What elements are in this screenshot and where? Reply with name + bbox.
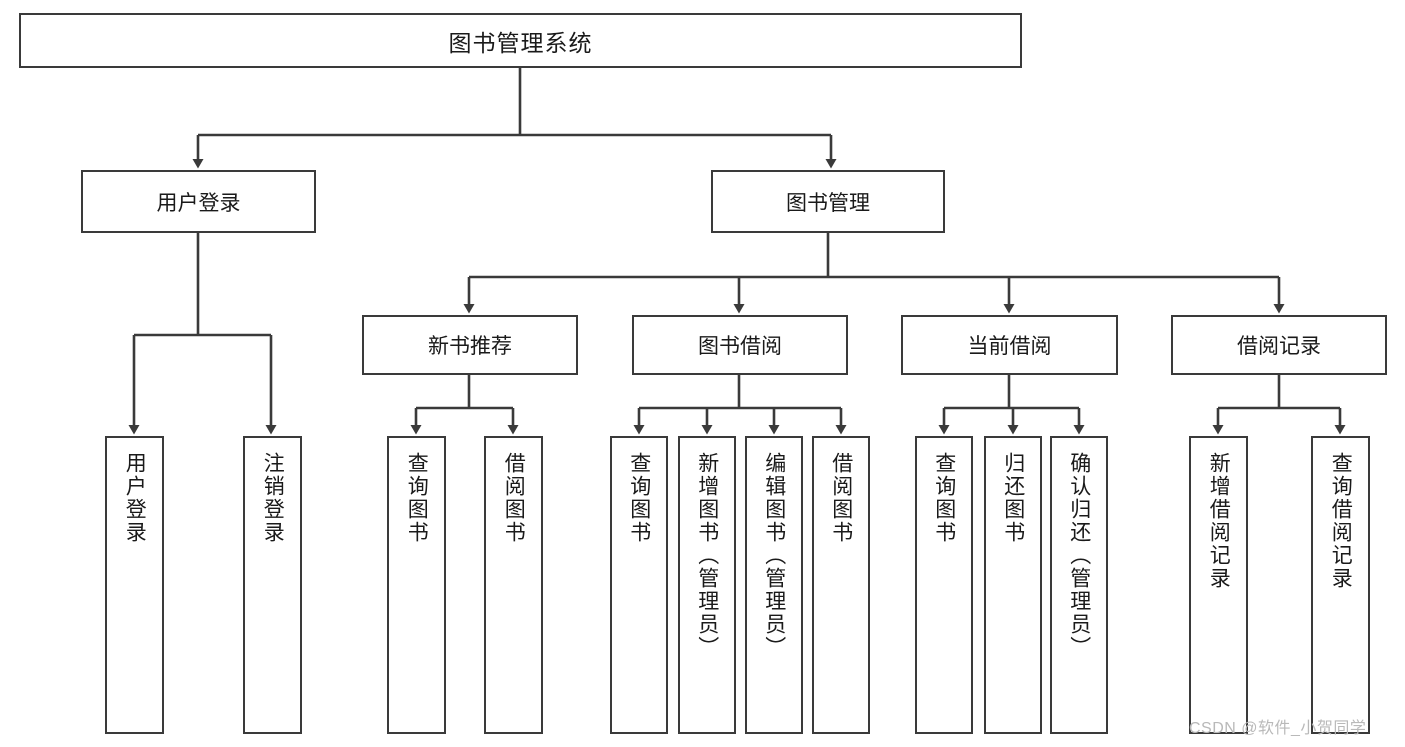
node-label: 图书借阅 [698,335,782,358]
node-label: 借阅图书 [502,452,526,544]
leaf-node[interactable]: 查询图书 [610,436,668,734]
node-label: 图书管理系统 [448,29,593,56]
node-user-login[interactable]: 用户登录 [81,170,316,233]
node-book-management[interactable]: 图书管理 [711,170,945,233]
node-label: 归还图书 [1001,452,1025,544]
node-label: 新书推荐 [428,335,512,358]
node-label: 查询借阅记录 [1329,452,1353,590]
node-label: 查询图书 [405,452,429,544]
leaf-node[interactable]: 用户登录 [105,436,164,734]
node-label: 注销登录 [261,452,285,544]
node-label: 借阅记录 [1237,335,1321,358]
leaf-node[interactable]: 归还图书 [984,436,1042,734]
leaf-node[interactable]: 新增图书（管理员） [678,436,736,734]
node-label: 图书管理 [786,191,870,215]
node-label: 编辑图书（管理员） [762,452,786,659]
csdn-watermark: CSDN @软件_小贺同学 [1189,720,1367,737]
node-book-borrow[interactable]: 图书借阅 [632,315,848,375]
node-label: 确认归还（管理员） [1067,452,1091,659]
node-label: 借阅图书 [829,452,853,544]
node-label: 查询图书 [932,452,956,544]
leaf-node[interactable]: 查询图书 [387,436,446,734]
leaf-node[interactable]: 注销登录 [243,436,302,734]
node-new-book-recommend[interactable]: 新书推荐 [362,315,578,375]
node-label: 新增借阅记录 [1207,452,1231,590]
node-borrow-record[interactable]: 借阅记录 [1171,315,1387,375]
node-label: 新增图书（管理员） [695,452,719,659]
leaf-node[interactable]: 借阅图书 [484,436,543,734]
node-label: 查询图书 [627,452,651,544]
leaf-node[interactable]: 查询图书 [915,436,973,734]
leaf-node[interactable]: 确认归还（管理员） [1050,436,1108,734]
leaf-node[interactable]: 新增借阅记录 [1189,436,1248,734]
node-root-system[interactable]: 图书管理系统 [19,13,1022,68]
leaf-node[interactable]: 查询借阅记录 [1311,436,1370,734]
node-label: 当前借阅 [967,335,1052,358]
leaf-node[interactable]: 借阅图书 [812,436,870,734]
node-current-borrow[interactable]: 当前借阅 [901,315,1118,375]
leaf-node[interactable]: 编辑图书（管理员） [745,436,803,734]
node-label: 用户登录 [123,452,147,544]
node-label: 用户登录 [156,191,241,215]
